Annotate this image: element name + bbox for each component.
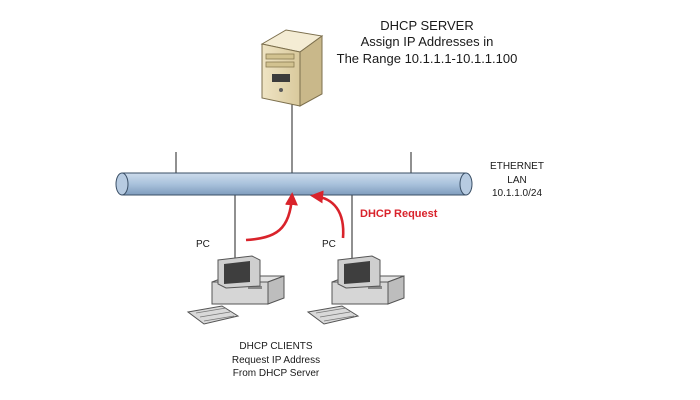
ethernet-type: LAN (507, 174, 527, 186)
desktop-computer-icon (186, 255, 285, 325)
clients-desc-line2: From DHCP Server (232, 368, 320, 379)
clients-caption: DHCP CLIENTS Request IP Address From DHC… (196, 340, 356, 381)
server-desc-line1: Assign IP Addresses in (360, 34, 494, 50)
dhcp-request-label: DHCP Request (360, 208, 438, 220)
pc-label: PC (322, 239, 336, 250)
dhcp-request-arrow (245, 192, 298, 242)
clients-title: DHCP CLIENTS (239, 341, 313, 352)
pc-label: PC (196, 239, 210, 250)
clients-desc-line1: Request IP Address (231, 354, 321, 366)
server-tower-icon (260, 29, 324, 107)
server-desc-line2: The Range 10.1.1.1-10.1.1.100 (336, 50, 518, 66)
desktop-computer-icon (306, 255, 405, 325)
server-caption: DHCP SERVER Assign IP Addresses in The R… (322, 18, 532, 67)
server-title: DHCP SERVER (380, 18, 474, 33)
ethernet-subnet: 10.1.1.0/24 (491, 188, 543, 199)
ethernet-bus (115, 172, 473, 196)
dhcp-request-arrow (310, 190, 345, 239)
ethernet-caption: ETHERNET LAN 10.1.1.0/24 (472, 160, 562, 201)
ethernet-name: ETHERNET (490, 161, 544, 172)
